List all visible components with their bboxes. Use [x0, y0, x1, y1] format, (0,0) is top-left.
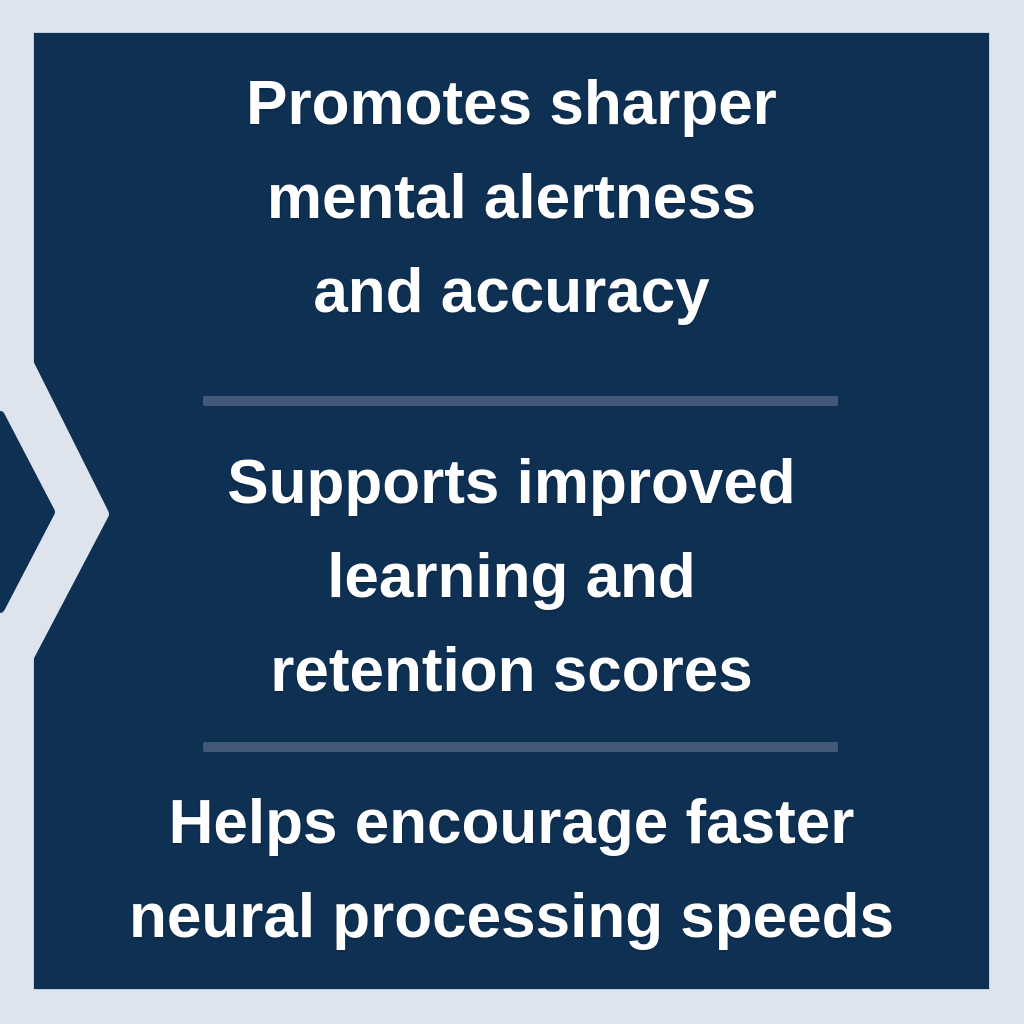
benefit-line: retention scores [270, 636, 753, 705]
benefit-text-alertness: Promotes sharper mental alertness and ac… [34, 57, 989, 339]
benefit-text-learning: Supports improved learning and retention… [34, 436, 989, 718]
benefit-line: and accuracy [313, 257, 710, 326]
benefit-line: Promotes sharper [246, 69, 777, 138]
benefits-card [33, 32, 990, 990]
benefit-text-processing: Helps encourage faster neural processing… [34, 776, 989, 964]
benefit-line: Helps encourage faster [168, 788, 855, 857]
benefit-line: mental alertness [266, 163, 757, 232]
benefit-line: neural processing speeds [129, 882, 894, 951]
benefit-line: learning and [327, 542, 696, 611]
benefit-line: Supports improved [227, 448, 796, 517]
divider [203, 742, 838, 752]
divider [203, 396, 838, 406]
